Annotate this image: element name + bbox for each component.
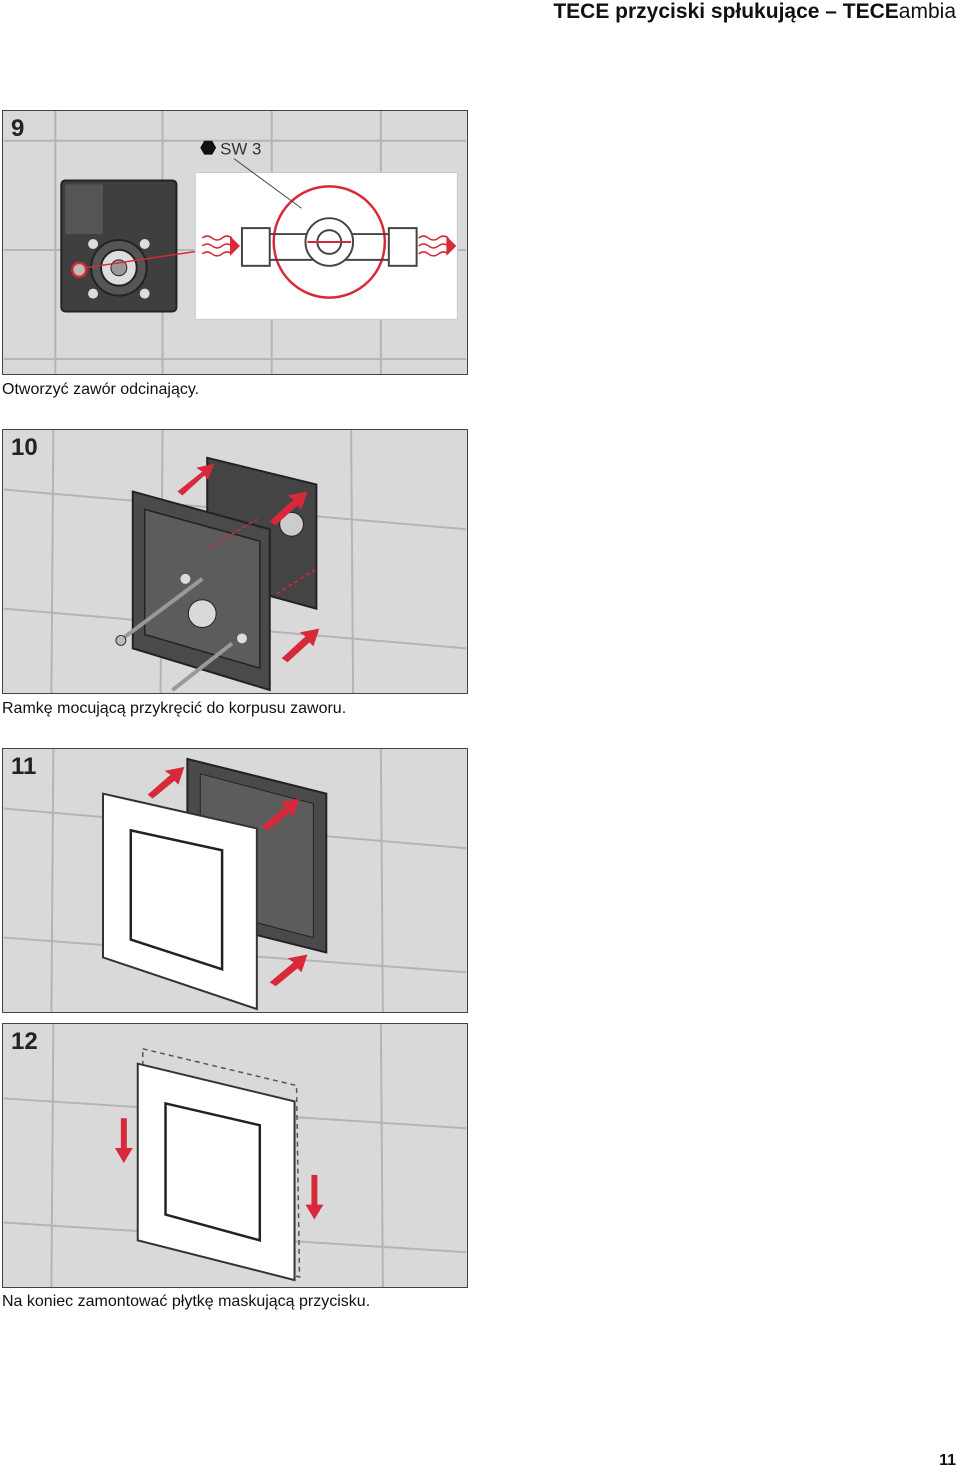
flush-button <box>164 1101 262 1242</box>
arrow-up-right-icon <box>269 954 308 987</box>
header-title-suffix: ambia <box>898 0 956 23</box>
hex-key-icon <box>200 140 217 155</box>
arrow-up-right-icon <box>261 798 300 831</box>
page-number: 11 <box>939 1452 956 1469</box>
step-9-caption: Otworzyć zawór odcinający. <box>2 381 200 398</box>
step-number: 10 <box>11 434 38 461</box>
cover-plate-mounting-illustration <box>3 749 467 1012</box>
flush-button <box>129 828 224 972</box>
step-10-illustration: 10 <box>2 429 468 694</box>
step-10-caption: Ramkę mocującą przykręcić do korpusu zaw… <box>2 700 347 717</box>
step-12-caption: Na koniec zamontować płytkę maskującą pr… <box>2 1293 371 1310</box>
mounting-frame-illustration <box>3 430 467 693</box>
arrow-down-icon <box>305 1174 324 1220</box>
step-12-illustration: 12 <box>2 1023 468 1288</box>
header-title: TECE przyciski spłukujące – TECE <box>553 0 899 23</box>
arrow-up-right-icon <box>147 766 185 799</box>
arrow-down-icon <box>114 1118 133 1163</box>
valve-opening-illustration: SW 3 <box>3 111 467 374</box>
arrow-up-right-icon <box>269 491 308 526</box>
tool-size-label: SW 3 <box>220 140 261 159</box>
valve-screw-highlight <box>70 261 88 278</box>
step-number: 12 <box>11 1028 38 1055</box>
step-number: 9 <box>11 115 25 142</box>
document-header: TECE przyciski spłukujące – TECEambia <box>553 0 956 24</box>
arrow-up-right-icon <box>177 463 215 496</box>
step-number: 11 <box>11 753 37 780</box>
step-9-illustration: SW 3 9 <box>2 110 468 375</box>
step-11-illustration: 11 <box>2 748 468 1013</box>
arrow-up-right-icon <box>281 628 320 663</box>
final-cover-plate-illustration <box>3 1024 467 1287</box>
